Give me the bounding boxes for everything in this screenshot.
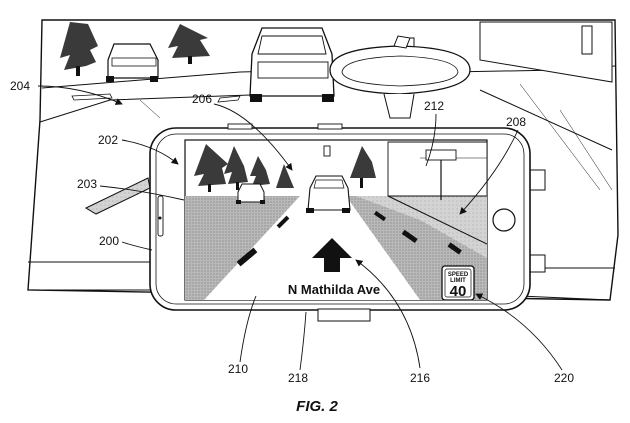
lane-dash <box>276 215 290 229</box>
tree-icon <box>194 144 228 192</box>
ref-220: 220 <box>554 371 574 385</box>
ref-212: 212 <box>424 99 444 113</box>
street-name-label: N Mathilda Ave <box>288 282 380 297</box>
lane-dash <box>401 229 418 244</box>
ref-200: 200 <box>99 234 119 248</box>
figure-caption: FIG. 2 <box>296 398 338 415</box>
ref-206: 206 <box>192 92 212 106</box>
tree-icon <box>224 146 248 190</box>
rear-view-mirror <box>329 35 471 119</box>
ref-202: 202 <box>98 133 118 147</box>
speed-limit-label-line2: LIMIT <box>450 278 466 284</box>
ref-216: 216 <box>410 371 430 385</box>
tree-icon <box>250 156 270 186</box>
ref-218: 218 <box>288 371 308 385</box>
car-icon <box>249 27 335 102</box>
lane-dash <box>447 242 462 255</box>
ref-203: 203 <box>77 177 97 191</box>
ref-210: 210 <box>228 362 248 376</box>
tree-icon <box>60 22 98 76</box>
ref-204: 204 <box>10 79 30 93</box>
tree-icon <box>350 146 376 188</box>
navigation-arrow-icon <box>312 238 352 272</box>
speed-limit-value: 40 <box>450 283 467 300</box>
device-screen: SPEED LIMIT 40 N Mathilda Ave <box>184 139 488 301</box>
ref-208: 208 <box>506 115 526 129</box>
car-icon <box>306 175 351 213</box>
reference-numerals: 204 206 212 208 202 203 200 210 218 216 … <box>10 79 574 385</box>
lane-dash <box>373 210 387 222</box>
car-icon <box>106 43 159 82</box>
speed-limit-sign: SPEED LIMIT 40 <box>441 265 475 300</box>
tree-icon <box>168 24 210 64</box>
lane-dash <box>236 247 258 267</box>
car-icon <box>236 183 265 204</box>
tree-icon <box>276 164 294 188</box>
speed-limit-label-line1: SPEED <box>448 272 469 278</box>
home-button[interactable] <box>492 208 516 232</box>
